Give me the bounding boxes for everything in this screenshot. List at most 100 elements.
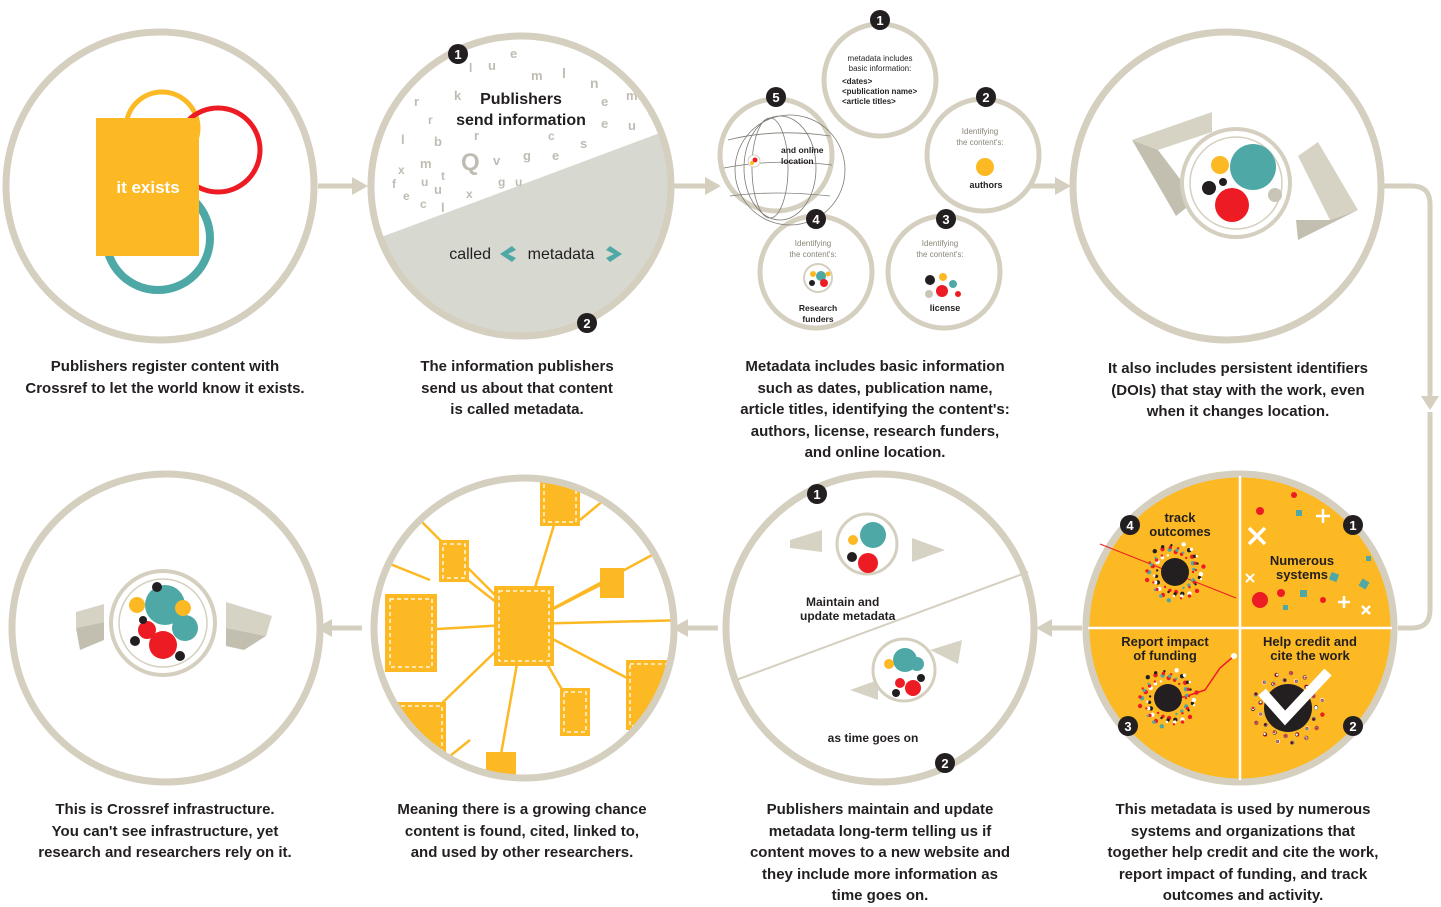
teal-node-small bbox=[172, 615, 198, 641]
step-2-title-line-2: send information bbox=[456, 112, 586, 129]
burst-dot bbox=[1180, 594, 1184, 598]
scatter-letter: u bbox=[421, 175, 428, 189]
badge-1 bbox=[448, 44, 468, 64]
burst-dot bbox=[1198, 571, 1204, 577]
scatter-letter: u bbox=[628, 118, 636, 133]
arrowhead-left-icon bbox=[672, 619, 688, 637]
burst-dot bbox=[1199, 578, 1203, 581]
small-dark-node bbox=[1219, 178, 1227, 186]
burst-dot bbox=[1186, 687, 1190, 691]
burst-dot bbox=[1152, 581, 1155, 584]
burst-dot bbox=[1264, 723, 1267, 726]
burst-dot bbox=[1192, 554, 1197, 558]
burst-dot bbox=[1187, 591, 1192, 596]
scatter-letter: v bbox=[493, 153, 501, 168]
burst-dot bbox=[1192, 580, 1197, 584]
burst-dot bbox=[1160, 716, 1163, 720]
badge-4 bbox=[806, 209, 826, 229]
burst-dot bbox=[1163, 670, 1166, 673]
basic-info-line-2: basic information: bbox=[849, 64, 912, 73]
report-impact-2: of funding bbox=[1133, 648, 1197, 663]
bracket-right-icon bbox=[930, 640, 962, 664]
bracket-right-icon bbox=[226, 602, 272, 636]
burst-dot bbox=[1315, 727, 1318, 730]
track-outcomes-2: outcomes bbox=[1149, 524, 1210, 539]
maintain-label-1: Maintain and bbox=[806, 595, 879, 609]
burst-dot bbox=[1283, 734, 1287, 737]
burst-dot bbox=[1314, 706, 1318, 710]
scatter-letter: k bbox=[454, 88, 462, 103]
burst-dot bbox=[1191, 570, 1195, 574]
step-3-badges: 1 2 3 4 5 bbox=[766, 10, 996, 229]
document-icon bbox=[385, 594, 437, 672]
badge-1-number: 1 bbox=[1349, 518, 1356, 533]
burst-dot bbox=[1160, 554, 1164, 557]
burst-dot bbox=[1154, 580, 1158, 585]
burst-dot bbox=[1194, 568, 1198, 572]
scatter-letter: r bbox=[474, 128, 479, 143]
burst-dot bbox=[1251, 706, 1255, 710]
caption-line: This is Crossref infrastructure. bbox=[55, 801, 275, 818]
systems-confetti-icon bbox=[1245, 492, 1371, 615]
basic-info-item-publication: <publication name> bbox=[842, 87, 917, 96]
caption-line: authors, license, research funders, bbox=[750, 422, 1000, 440]
badge-2-number: 2 bbox=[982, 90, 989, 105]
badge-1-number: 1 bbox=[876, 13, 883, 28]
teal-node bbox=[1230, 144, 1276, 190]
metadata-label: metadata bbox=[528, 246, 595, 263]
funders-label-1: Research bbox=[799, 303, 837, 313]
burst-dot bbox=[1142, 688, 1146, 693]
yellow-node bbox=[848, 535, 858, 545]
badge-1 bbox=[1343, 515, 1363, 535]
growth-line-icon bbox=[1171, 655, 1235, 701]
step-2-title-line-1: Publishers bbox=[480, 91, 562, 108]
burst-dot bbox=[1180, 720, 1185, 724]
infrastructure-inner-ring bbox=[118, 578, 208, 668]
document-icon bbox=[439, 540, 469, 582]
burst-dot bbox=[1154, 671, 1158, 675]
badge-2-number: 2 bbox=[1349, 719, 1356, 734]
dark-node-small bbox=[139, 616, 147, 624]
red-node bbox=[1215, 188, 1249, 222]
burst-dot bbox=[1146, 714, 1149, 717]
burst-dot bbox=[1321, 699, 1324, 702]
burst-dot bbox=[1192, 567, 1196, 572]
funders-label-2: funders bbox=[802, 314, 833, 324]
badge-4 bbox=[1120, 515, 1140, 535]
red-node bbox=[149, 631, 177, 659]
burst-dot bbox=[1147, 684, 1152, 688]
badge-3-number: 3 bbox=[942, 212, 949, 227]
caption-line: when it changes location. bbox=[1146, 403, 1330, 420]
burst-dot bbox=[1190, 701, 1195, 706]
burst-dot bbox=[1153, 588, 1156, 591]
badge-2 bbox=[577, 313, 597, 333]
burst-dot bbox=[1304, 737, 1307, 740]
burst-dot bbox=[1188, 586, 1191, 589]
badge-2-number: 2 bbox=[941, 756, 948, 771]
red-node bbox=[858, 553, 878, 573]
burst-dot bbox=[1172, 723, 1176, 726]
badge-1 bbox=[870, 10, 890, 30]
arrowhead-down-icon bbox=[1421, 396, 1439, 410]
burst-dot bbox=[1161, 545, 1165, 549]
burst-dot bbox=[1290, 672, 1293, 675]
connector-4-5-top bbox=[1383, 183, 1433, 398]
arrowhead-left-icon bbox=[316, 619, 332, 637]
caption-line: The information publishers bbox=[420, 358, 614, 375]
burst-dot bbox=[1180, 709, 1184, 713]
burst-dot bbox=[1173, 720, 1177, 724]
burst-dot bbox=[1305, 727, 1308, 730]
burst-dot bbox=[1152, 549, 1158, 554]
burst-dot bbox=[1201, 564, 1206, 569]
burst-dot bbox=[1254, 692, 1258, 695]
scatter-letter: l bbox=[401, 132, 405, 147]
caption-line: Metadata includes basic information bbox=[745, 358, 1005, 375]
burst-dot bbox=[1170, 673, 1173, 676]
bracket-left-icon bbox=[76, 604, 104, 628]
burst-dot bbox=[1185, 556, 1188, 560]
scatter-letter: x bbox=[398, 163, 405, 177]
scatter-letter: r bbox=[428, 113, 433, 127]
caption-line: Crossref to let the world know it exists… bbox=[25, 379, 305, 397]
arrowhead-right-icon bbox=[705, 177, 721, 195]
